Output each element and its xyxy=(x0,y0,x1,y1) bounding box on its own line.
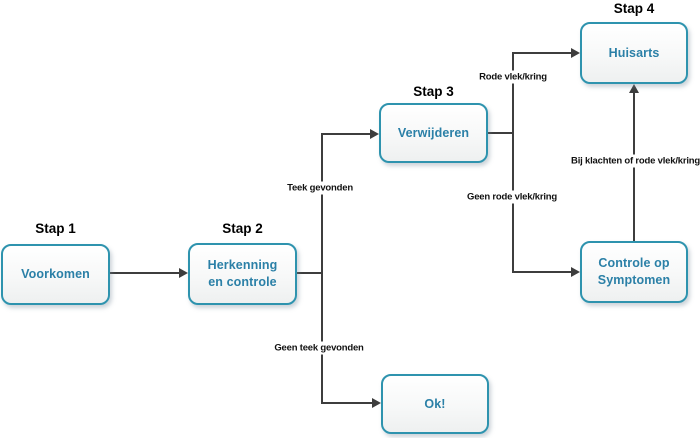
branch-line-teek xyxy=(321,134,323,404)
connector-voorkomen-herkenning xyxy=(110,272,181,274)
node-controle-op-symptomen: Controle op Symptomen xyxy=(580,241,688,303)
node-ok: Ok! xyxy=(381,374,489,434)
node-herkenning-label: Herkenning en controle xyxy=(207,258,278,289)
node-huisarts-label: Huisarts xyxy=(608,45,660,60)
connector-herkenning-branch xyxy=(297,272,323,274)
node-voorkomen-label: Voorkomen xyxy=(21,267,90,282)
arrowhead-into-controle xyxy=(571,267,580,277)
step-title-stap-4: Stap 4 xyxy=(613,1,655,16)
arrowhead-up-into-huisarts xyxy=(629,84,639,93)
node-herkenning-en-controle: Herkenning en controle xyxy=(188,243,297,305)
arrowhead-into-ok xyxy=(372,398,381,408)
connector-verwijderen-branch xyxy=(488,132,514,134)
edge-label-bij-klachten: Bij klachten of rode vlek/kring xyxy=(568,154,700,168)
arrowhead-into-herkenning xyxy=(179,268,188,278)
connector-branch-controle xyxy=(512,271,572,273)
branch-line-vlek xyxy=(512,53,514,273)
node-verwijderen-label: Verwijderen xyxy=(397,125,470,140)
edge-label-geen-rode-vlek-kring: Geen rode vlek/kring xyxy=(464,190,560,204)
arrowhead-into-verwijderen xyxy=(370,129,379,139)
edge-label-teek-gevonden: Teek gevonden xyxy=(284,181,356,195)
node-verwijderen: Verwijderen xyxy=(379,103,488,163)
connector-branch-verwijderen xyxy=(321,133,371,135)
step-title-stap-1: Stap 1 xyxy=(35,221,76,236)
step-title-stap-2: Stap 2 xyxy=(222,221,263,236)
connector-branch-ok xyxy=(321,402,373,404)
node-huisarts: Huisarts xyxy=(580,22,688,84)
node-voorkomen: Voorkomen xyxy=(1,244,110,305)
node-ok-label: Ok! xyxy=(424,396,446,411)
edge-label-rode-vlek-kring: Rode vlek/kring xyxy=(476,70,550,84)
arrowhead-into-huisarts xyxy=(571,48,580,58)
edge-label-geen-teek-gevonden: Geen teek gevonden xyxy=(271,341,367,355)
step-title-stap-3: Stap 3 xyxy=(413,84,454,99)
connector-branch-huisarts xyxy=(512,52,572,54)
node-controle-label: Controle op Symptomen xyxy=(597,256,671,287)
